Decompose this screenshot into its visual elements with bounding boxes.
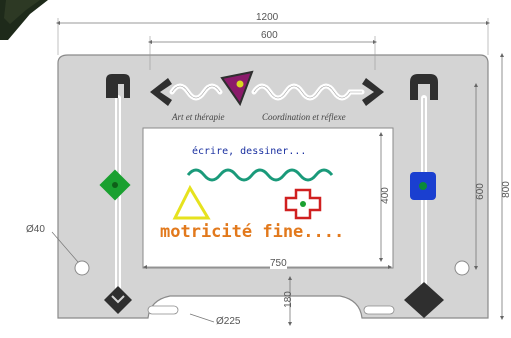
caption-right: Coordination et réflexe [262,112,346,122]
cutout-diameter-label: Ø225 [216,316,241,327]
corner-photo-fragment [0,0,48,40]
right-hole [454,260,470,276]
caption-left: Art et thérapie [172,112,225,122]
m-shape-icon [106,74,130,98]
panel-width-label: 750 [270,258,287,269]
inner-width-label: 600 [261,30,278,41]
total-width-label: 1200 [256,12,279,23]
bottom-slot-right [363,305,395,315]
drop-shape-icon [104,286,132,314]
panel-wave [186,168,334,182]
bottom-height-label: 180 [282,291,294,308]
total-height-label: 800 [500,181,511,198]
right-chevron-icon [362,78,384,106]
hole-diameter-label: Ø40 [26,224,45,235]
cross-icon [284,188,322,220]
panel-line1: écrire, dessiner... [192,146,307,157]
left-hole [74,260,90,276]
left-chevron-icon [150,78,172,106]
bottom-slot-left [147,305,179,315]
panel-title: motricité fine.... [160,222,345,242]
drop-shape-icon [404,282,444,318]
n-shape-icon [410,74,438,100]
panel-height-label: 400 [379,187,391,204]
triangle-icon [220,70,254,107]
panel-yellow-triangle [172,184,211,220]
right-height-label: 600 [474,183,486,200]
